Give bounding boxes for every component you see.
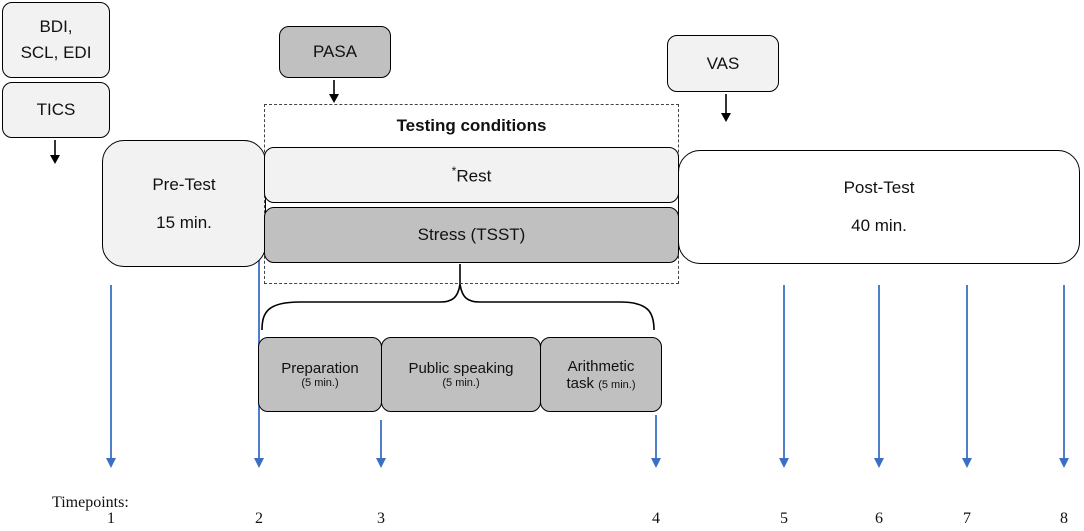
rest-box: *Rest [264,147,679,203]
tics-box: TICS [2,82,110,138]
arithmetic-duration: (5 min.) [598,378,636,391]
timepoints-label: Timepoints: [52,494,129,511]
tsst-brace [261,283,655,331]
timepoint-arrowhead-4 [651,458,661,468]
timepoint-arrows [106,250,1069,468]
vas-box: VAS [667,35,779,92]
timepoint-number-6: 6 [875,510,883,527]
stress-label: Stress (TSST) [417,225,526,244]
timepoint-arrowhead-3 [376,458,386,468]
pretest-title: Pre-Test [152,174,216,194]
pretest-duration: 15 min. [156,212,212,232]
testing-conditions-title: Testing conditions [396,116,547,135]
timepoint-number-8: 8 [1060,510,1068,527]
tics-label: TICS [36,100,76,119]
timepoint-number-5: 5 [780,510,788,527]
timepoint-arrowhead-8 [1059,458,1069,468]
timepoint-number-2: 2 [255,510,263,527]
arithmetic-box: Arithmetic task (5 min.) [540,337,662,412]
black-arrows [50,80,731,164]
posttest-duration: 40 min. [851,216,907,235]
timepoint-number-7: 7 [963,510,971,527]
posttest-box: Post-Test 40 min. [678,150,1080,264]
posttest-title: Post-Test [843,178,915,197]
preparation-duration: (5 min.) [301,377,339,389]
public-speaking-label: Public speaking [408,360,514,377]
public-speaking-duration: (5 min.) [442,377,480,389]
arithmetic-label: Arithmetic [567,357,635,375]
arithmetic-task-label: task [566,374,595,392]
timepoint-number-1: 1 [107,510,115,527]
pasa-box: PASA [279,26,391,78]
timepoint-arrowhead-2 [254,458,264,468]
timepoint-number-3: 3 [377,510,385,527]
stress-box: Stress (TSST) [264,207,679,263]
preparation-label: Preparation [281,360,359,377]
timepoint-arrowhead-5 [779,458,789,468]
pasa-label: PASA [312,42,358,61]
vas-label: VAS [706,53,740,73]
timepoint-number-4: 4 [652,510,660,527]
timepoint-arrowhead-7 [962,458,972,468]
public-speaking-box: Public speaking (5 min.) [381,337,541,412]
rest-asterisk: * [451,163,457,178]
timepoint-arrowhead-6 [874,458,884,468]
timepoint-arrowhead-1 [106,458,116,468]
bdi-scl-edi-box: BDI, SCL, EDI [2,2,110,78]
pretest-box: Pre-Test 15 min. [102,140,266,267]
rest-label: Rest [456,166,492,186]
bdi-label: BDI, [39,17,73,36]
scl-edi-label: SCL, EDI [20,43,92,62]
preparation-box: Preparation (5 min.) [258,337,382,412]
